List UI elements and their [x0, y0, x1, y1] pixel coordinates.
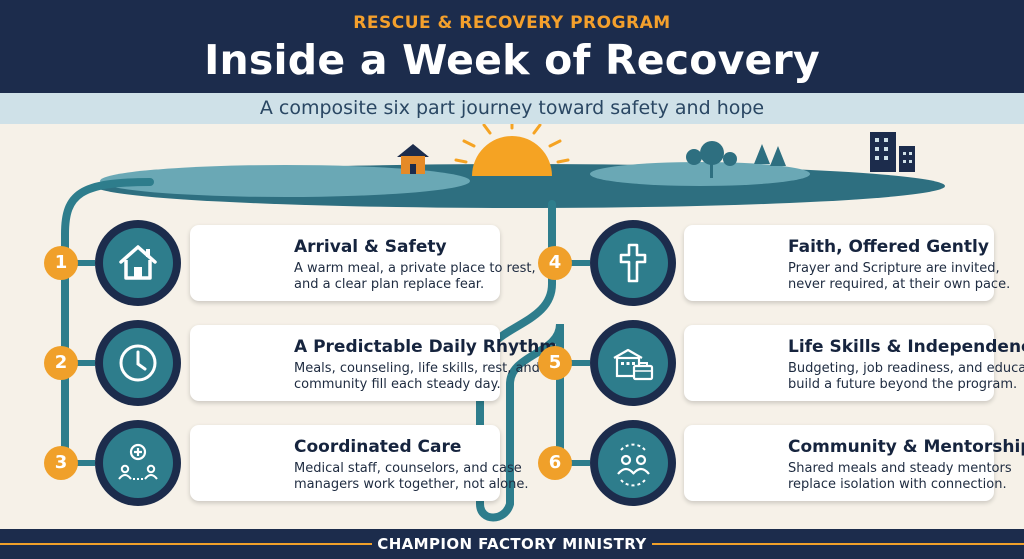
step-card-3: Coordinated Care Medical staff, counselo…	[190, 425, 529, 501]
step-icon-badge-4	[590, 220, 676, 306]
step-title: Coordinated Care	[294, 437, 462, 457]
mentorship-icon	[617, 443, 650, 487]
step-card-5: Life Skills & Independence Budgeting, jo…	[684, 325, 1024, 401]
step-icon-badge-5	[590, 320, 676, 406]
footer-rule-left	[0, 543, 372, 545]
program-eyebrow: RESCUE & RECOVERY PROGRAM	[353, 13, 671, 33]
step-icon-badge-1	[95, 220, 181, 306]
center-journey-path	[476, 200, 564, 522]
footer-rule-right	[652, 543, 1024, 545]
step-title: A Predictable Daily Rhythm	[294, 337, 558, 357]
step-number-5: 5	[538, 346, 572, 380]
city-buildings-icon	[870, 132, 915, 172]
step-icon-badge-2	[95, 320, 181, 406]
house-landmark-icon	[397, 144, 429, 174]
step-card-4: Faith, Offered Gently Prayer and Scriptu…	[684, 225, 1011, 301]
journey-landscape	[61, 124, 945, 522]
page-title: Inside a Week of Recovery	[204, 36, 820, 84]
sun-icon	[454, 124, 570, 176]
step-number-2: 2	[44, 346, 78, 380]
step-title: Faith, Offered Gently	[788, 237, 989, 257]
cross-icon	[619, 243, 647, 283]
step-number-4: 4	[538, 246, 572, 280]
care-team-icon	[118, 443, 158, 480]
step-description: Meals, counseling, life skills, rest, an…	[294, 361, 540, 392]
step-card-1: Arrival & Safety A warm meal, a private …	[190, 225, 536, 301]
house-icon	[119, 245, 157, 280]
footer-banner: CHAMPION FACTORY MINISTRY	[0, 529, 1024, 559]
step-card-6: Community & Mentorship Shared meals and …	[684, 425, 1024, 501]
header-banner: RESCUE & RECOVERY PROGRAM Inside a Week …	[0, 0, 1024, 93]
subtitle-band: A composite six part journey toward safe…	[0, 93, 1024, 124]
page-subtitle: A composite six part journey toward safe…	[259, 97, 765, 119]
step-title: Arrival & Safety	[294, 237, 447, 257]
step-number-1: 1	[44, 246, 78, 280]
step-description: Budgeting, job readiness, and educationb…	[788, 361, 1024, 392]
step-title: Life Skills & Independence	[788, 337, 1024, 357]
footer-organization-name: CHAMPION FACTORY MINISTRY	[377, 535, 647, 553]
step-number-6: 6	[538, 446, 572, 480]
clock-icon	[119, 344, 157, 382]
school-briefcase-icon	[613, 348, 654, 381]
step-icon-badge-6	[590, 420, 676, 506]
step-number-3: 3	[44, 446, 78, 480]
step-card-2: A Predictable Daily Rhythm Meals, counse…	[190, 325, 557, 401]
step-description: Prayer and Scripture are invited,never r…	[788, 261, 1011, 292]
step-title: Community & Mentorship	[788, 437, 1024, 457]
left-journey-path	[61, 178, 154, 463]
step-description: A warm meal, a private place to rest,and…	[294, 261, 536, 292]
trees-icon	[686, 141, 786, 178]
step-icon-badge-3	[95, 420, 181, 506]
journey-scene: Arrival & Safety A warm meal, a private …	[0, 124, 1024, 529]
